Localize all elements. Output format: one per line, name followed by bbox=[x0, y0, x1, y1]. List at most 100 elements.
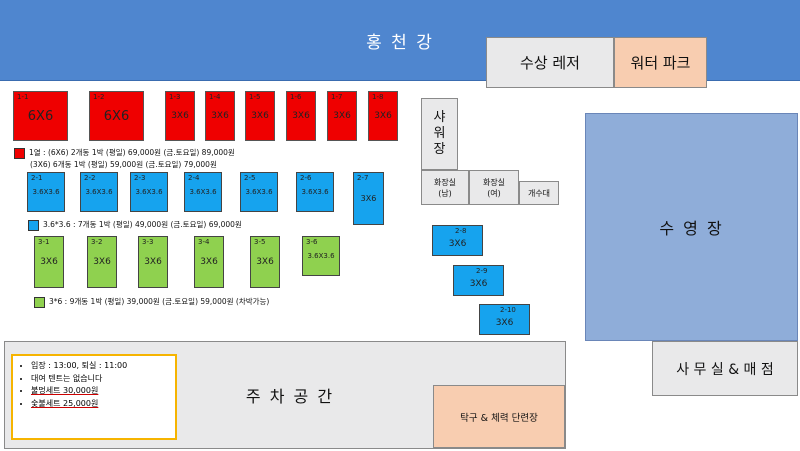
campsite-2-6: 2-6 3.6X3.6 bbox=[296, 172, 334, 212]
site-id: 2-2 bbox=[84, 174, 96, 182]
site-id: 1-3 bbox=[169, 93, 181, 101]
site-size: 3X6 bbox=[256, 257, 274, 267]
campsite-1-2: 1-2 6X6 bbox=[89, 91, 144, 141]
ping-pong-gym: 탁구 & 체력 단련장 bbox=[433, 385, 565, 448]
site-size: 3X6 bbox=[40, 257, 58, 267]
site-size: 3X6 bbox=[211, 111, 229, 121]
water-park-building: 워터 파크 bbox=[614, 37, 707, 88]
site-size: 3X6 bbox=[93, 257, 111, 267]
site-size: 3.6X3.6 bbox=[32, 188, 60, 196]
site-id: 3-5 bbox=[254, 238, 266, 246]
site-size: 3.6X3.6 bbox=[85, 188, 113, 196]
site-size: 3.6X3.6 bbox=[189, 188, 217, 196]
site-id: 3-4 bbox=[198, 238, 210, 246]
restroom-male: 화장실 (남) bbox=[421, 170, 469, 205]
site-id: 1-1 bbox=[17, 93, 29, 101]
site-id: 3-6 bbox=[306, 238, 318, 246]
site-size: 3X6 bbox=[448, 238, 467, 249]
site-id: 1-8 bbox=[372, 93, 384, 101]
row1-legend-line1: 1열 : (6X6) 2개동 1박 (평일) 69,000원 (금.토요일) 8… bbox=[29, 148, 235, 157]
row3-legend-text: 3*6 : 9개동 1박 (평일) 39,000원 (금.토요일) 59,000… bbox=[49, 297, 270, 306]
shower-building: 샤 워 장 bbox=[421, 98, 458, 170]
site-id: 3-2 bbox=[91, 238, 103, 246]
parking-label: 주 차 공 간 bbox=[245, 387, 335, 406]
site-id: 1-5 bbox=[249, 93, 261, 101]
site-id: 2-3 bbox=[134, 174, 146, 182]
site-id: 1-2 bbox=[93, 93, 105, 101]
site-size: 3X6 bbox=[292, 111, 310, 121]
site-id: 2-9 bbox=[476, 267, 488, 275]
site-id: 2-5 bbox=[244, 174, 256, 182]
site-id: 2-1 bbox=[31, 174, 43, 182]
water-leisure-building: 수상 레저 bbox=[486, 37, 614, 88]
sink-area: 개수대 bbox=[519, 181, 559, 205]
info-item-firepit-set: 불멍세트 30,000원 bbox=[31, 385, 175, 398]
site-id: 2-6 bbox=[300, 174, 312, 182]
site-id: 1-4 bbox=[209, 93, 221, 101]
campsite-2-4: 2-4 3.6X3.6 bbox=[184, 172, 222, 212]
site-id: 3-3 bbox=[142, 238, 154, 246]
site-size: 3.6X3.6 bbox=[307, 252, 335, 260]
site-id: 1-7 bbox=[331, 93, 343, 101]
row3-legend: 3*6 : 9개동 1박 (평일) 39,000원 (금.토요일) 59,000… bbox=[34, 296, 269, 308]
site-id: 2-4 bbox=[188, 174, 200, 182]
office-and-store: 사 무 실 & 매 점 bbox=[652, 341, 798, 396]
campsite-2-1: 2-1 3.6X3.6 bbox=[27, 172, 65, 212]
row1-legend: 1열 : (6X6) 2개동 1박 (평일) 69,000원 (금.토요일) 8… bbox=[14, 147, 235, 159]
ping-pong-label: 탁구 & 체력 단련장 bbox=[460, 412, 538, 424]
campsite-3-6: 3-6 3.6X3.6 bbox=[302, 236, 340, 276]
campsite-3-5: 3-5 3X6 bbox=[250, 236, 280, 288]
site-size: 3X6 bbox=[171, 111, 189, 121]
campsite-2-3: 2-3 3.6X3.6 bbox=[130, 172, 168, 212]
campsite-3-2: 3-2 3X6 bbox=[87, 236, 117, 288]
row1-legend-line2: (3X6) 6개동 1박 (평일) 59,000원 (금.토요일) 79,000… bbox=[30, 160, 217, 169]
campsite-1-3: 1-3 3X6 bbox=[165, 91, 195, 141]
campsite-1-5: 1-5 3X6 bbox=[245, 91, 275, 141]
campsite-1-8: 1-8 3X6 bbox=[368, 91, 398, 141]
campsite-3-3: 3-3 3X6 bbox=[138, 236, 168, 288]
campsite-3-4: 3-4 3X6 bbox=[194, 236, 224, 288]
river-label: 홍 천 강 bbox=[366, 33, 434, 53]
site-size: 3X6 bbox=[360, 194, 377, 203]
row2-legend: 3.6*3.6 : 7개동 1박 (평일) 49,000원 (금.토요일) 69… bbox=[28, 219, 242, 231]
info-list: 입장 : 13:00, 퇴실 : 11:00 대여 텐트는 없습니다 불멍세트 … bbox=[13, 360, 175, 410]
info-box: 입장 : 13:00, 퇴실 : 11:00 대여 텐트는 없습니다 불멍세트 … bbox=[11, 354, 177, 440]
site-size: 3X6 bbox=[251, 111, 269, 121]
site-size: 6X6 bbox=[27, 108, 54, 124]
green-swatch bbox=[34, 296, 45, 308]
campsite-3-1: 3-1 3X6 bbox=[34, 236, 64, 288]
site-size: 3.6X3.6 bbox=[245, 188, 273, 196]
site-id: 2-10 bbox=[500, 306, 516, 314]
red-swatch bbox=[14, 147, 25, 159]
site-size: 3X6 bbox=[374, 111, 392, 121]
site-size: 3X6 bbox=[469, 278, 488, 289]
site-size: 3.6X3.6 bbox=[135, 188, 163, 196]
info-item-no-tent: 대여 텐트는 없습니다 bbox=[31, 373, 175, 386]
site-size: 3X6 bbox=[200, 257, 218, 267]
info-item-checkin: 입장 : 13:00, 퇴실 : 11:00 bbox=[31, 360, 175, 373]
campsite-2-5: 2-5 3.6X3.6 bbox=[240, 172, 278, 212]
row2-legend-text: 3.6*3.6 : 7개동 1박 (평일) 49,000원 (금.토요일) 69… bbox=[43, 220, 242, 229]
info-item-charcoal-set: 숯불세트 25,000원 bbox=[31, 398, 175, 411]
site-size: 3X6 bbox=[495, 317, 514, 328]
campsite-1-6: 1-6 3X6 bbox=[286, 91, 316, 141]
campsite-1-1: 1-1 6X6 bbox=[13, 91, 68, 141]
site-id: 3-1 bbox=[38, 238, 50, 246]
campsite-2-2: 2-2 3.6X3.6 bbox=[80, 172, 118, 212]
site-size: 6X6 bbox=[103, 108, 130, 124]
campsite-1-7: 1-7 3X6 bbox=[327, 91, 357, 141]
restroom-female: 화장실 (여) bbox=[469, 170, 519, 205]
campsite-1-4: 1-4 3X6 bbox=[205, 91, 235, 141]
site-id: 2-7 bbox=[357, 174, 369, 182]
site-size: 3X6 bbox=[333, 111, 351, 121]
campsite-2-10: 2-10 3X6 bbox=[479, 304, 530, 335]
site-id: 1-6 bbox=[290, 93, 302, 101]
site-size: 3X6 bbox=[144, 257, 162, 267]
site-size: 3.6X3.6 bbox=[301, 188, 329, 196]
campsite-2-7: 2-7 3X6 bbox=[353, 172, 384, 225]
swimming-pool: 수 영 장 bbox=[585, 113, 798, 341]
site-id: 2-8 bbox=[455, 227, 467, 235]
blue-swatch bbox=[28, 219, 39, 231]
